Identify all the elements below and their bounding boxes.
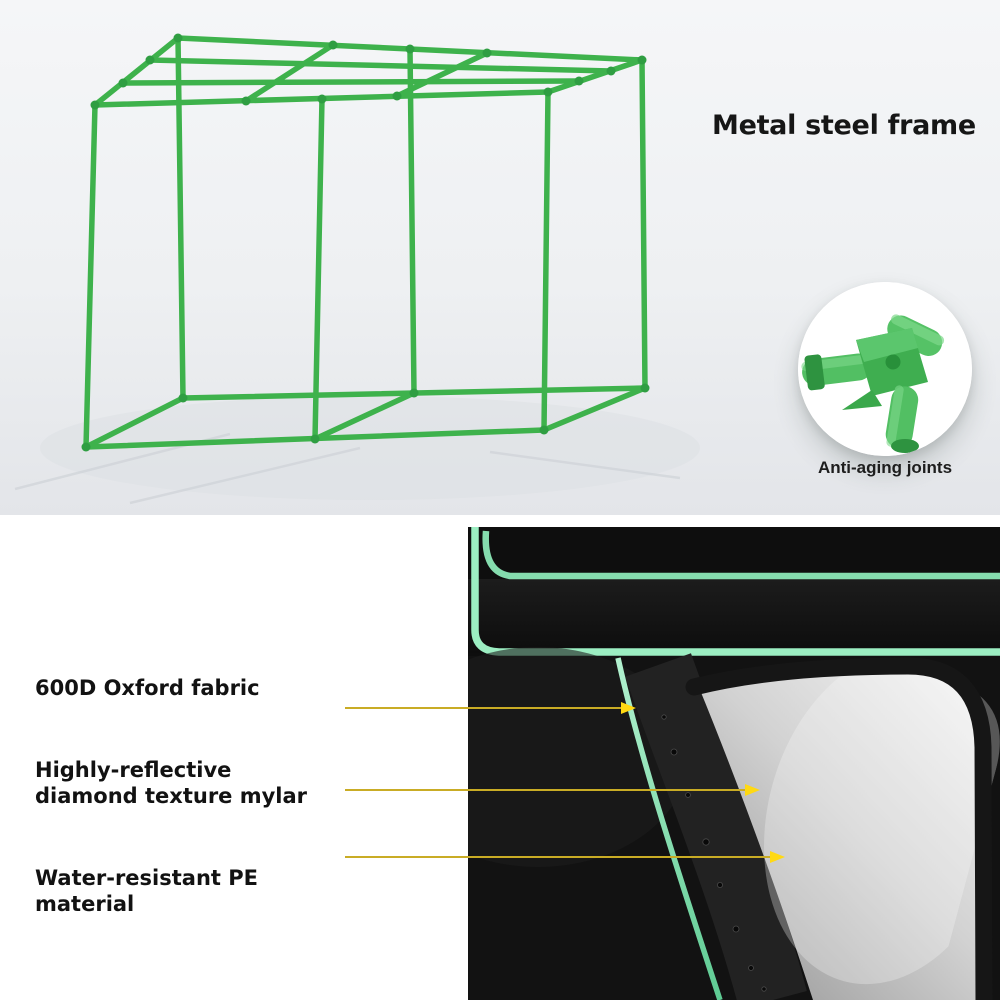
- steel-frame-graphic: [14, 33, 700, 505]
- fabric-photo-graphic: [388, 527, 1000, 1000]
- fabric-section: 600D Oxford fabric Highly-reflective dia…: [0, 527, 1000, 1000]
- feature-label-oxford-fabric: 600D Oxford fabric: [35, 676, 260, 700]
- leader-line-pe-material: [345, 856, 770, 858]
- joint-inset-photo: [798, 282, 972, 456]
- frame-section: Metal steel frame: [0, 0, 1000, 515]
- section-title: Metal steel frame: [712, 110, 976, 141]
- fabric-layers-photo: [388, 527, 1000, 1000]
- leader-line-oxford-fabric: [345, 707, 621, 709]
- pipe-joint-graphic: [798, 282, 972, 456]
- inset-caption: Anti-aging joints: [817, 458, 953, 477]
- feature-label-mylar: Highly-reflective diamond texture mylar: [35, 758, 308, 808]
- feature-label-pe-material: Water-resistant PE material: [35, 866, 258, 916]
- leader-line-mylar: [345, 789, 745, 791]
